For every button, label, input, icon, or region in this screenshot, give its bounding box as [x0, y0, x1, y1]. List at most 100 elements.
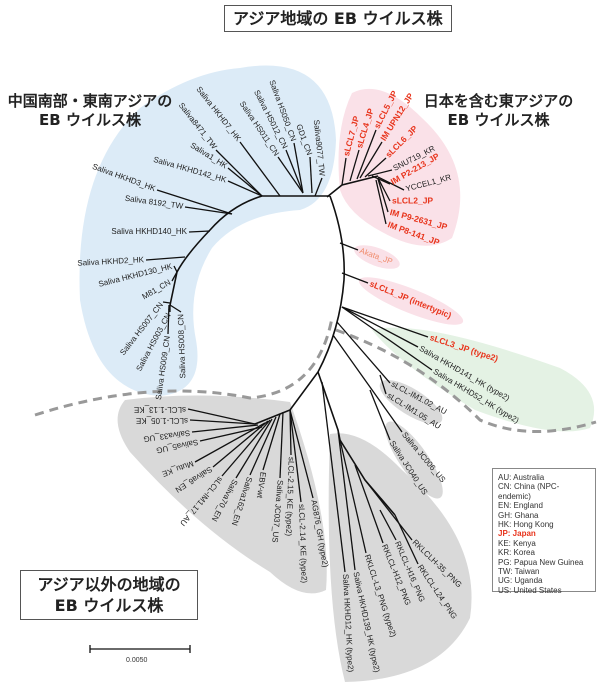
au-bubble: [379, 379, 443, 425]
leaf-label: EBV-wt: [255, 471, 268, 499]
branch-line: [377, 176, 405, 191]
legend-item: HK: Hong Kong: [498, 520, 554, 530]
south-china-heading: 中国南部・東南アジアの EB ウイルス株: [2, 92, 178, 130]
branch-line: [215, 149, 263, 197]
branch-line: [187, 408, 256, 425]
branch-line: [249, 416, 277, 476]
branch-line: [221, 419, 271, 477]
branch-line: [314, 177, 323, 197]
leaf-label: sLCL-1.05_KE: [136, 416, 188, 425]
legend-item: US: United States: [498, 585, 562, 595]
east-asia-heading: 日本を含む東アジアの EB ウイルス株: [416, 92, 581, 130]
branch-line: [332, 334, 403, 433]
branches: [145, 129, 433, 573]
legend-item: KR: Korea: [498, 548, 535, 558]
branch-line: [341, 306, 419, 348]
non-asia-heading-line2: EB ウイルス株: [54, 596, 164, 615]
branch-line: [375, 179, 387, 225]
branch-line: [279, 411, 284, 479]
branch-line: [364, 157, 387, 178]
scale-bar: [89, 645, 191, 653]
legend-item: KE: Kenya: [498, 538, 536, 548]
east-asia-heading-line1: 日本を含む東アジアの: [423, 92, 574, 110]
branch-line: [289, 409, 292, 456]
branch-line: [379, 509, 397, 541]
leaf-label: sLCL-1.13_KE: [134, 405, 186, 414]
non-asia-bottom-bubble: [328, 433, 472, 682]
branch-line: [341, 306, 433, 371]
legend-item: AU: Australia: [498, 473, 545, 482]
clade-bubbles: [79, 65, 595, 682]
branch-line: [356, 129, 377, 180]
branch-line: [354, 464, 384, 544]
leaf-label: Saliva HKHD2_HK: [77, 255, 145, 268]
legend-item: PG: Papua New Guinea: [498, 557, 584, 567]
branch-line: [369, 389, 391, 441]
branch-line: [337, 429, 356, 571]
region-divider: [34, 317, 597, 433]
branch-line: [184, 206, 233, 215]
branch-line: [379, 374, 387, 395]
south-china-heading-line1: 中国南部・東南アジアの: [7, 92, 173, 110]
akata-bubble: [354, 245, 400, 269]
legend-item: JP: Japan: [498, 529, 536, 539]
branch-line: [377, 178, 389, 213]
branch-line: [188, 230, 211, 233]
branch-line: [371, 175, 391, 185]
branch-line: [167, 304, 170, 335]
branch-line: [339, 242, 359, 251]
branch-line: [289, 409, 302, 503]
backbone-right: [254, 195, 346, 425]
branch-line: [227, 167, 263, 197]
leaf-label: sLCL-2.15_KE (type2): [284, 457, 296, 537]
branch-line: [285, 149, 304, 194]
legend-item: UG: Uganda: [498, 576, 543, 586]
branch-line: [227, 180, 263, 197]
slcl1-bubble: [358, 277, 464, 325]
type2-clade-bubble: [372, 327, 595, 432]
branch-line: [262, 413, 281, 471]
branch-line: [239, 141, 281, 197]
branch-line: [394, 514, 419, 565]
branch-line: [321, 381, 346, 573]
branch-line: [341, 306, 429, 338]
non-asia-heading-line1: アジア以外の地域の: [37, 575, 181, 594]
branch-line: [162, 301, 171, 304]
leaf-label: sLCL-2.14_KE (type2): [297, 504, 309, 584]
branch-line: [277, 156, 304, 194]
branch-line: [194, 422, 266, 463]
legend-item: TW: Taiwan: [498, 567, 540, 577]
scale-bar-label: 0.0050: [126, 657, 148, 664]
branch-line: [212, 420, 269, 468]
legend-item: CN: China (NPC-endemic): [498, 482, 560, 501]
dashed-divider-left: [34, 317, 334, 417]
branch-line: [364, 479, 413, 541]
branch-line: [293, 142, 304, 194]
branch-line: [377, 177, 391, 202]
dashed-divider-right: [335, 328, 597, 433]
title: アジア地域の EB ウイルス株: [233, 9, 443, 28]
branch-line: [191, 424, 259, 433]
branch-line: [359, 141, 383, 179]
branch-line: [199, 426, 263, 442]
legend-item: GH: Ghana: [498, 510, 539, 520]
legend-item: EN: England: [498, 501, 543, 511]
branch-line: [189, 419, 256, 425]
jc-bubble: [385, 421, 443, 499]
branch-line: [156, 189, 233, 215]
branch-line: [341, 272, 369, 284]
branch-line: [235, 418, 273, 479]
branch-line: [309, 156, 313, 194]
east-asia-heading-line2: EB ウイルス株: [447, 111, 550, 129]
leaf-label: Saliva HKHD140_HK: [111, 227, 187, 236]
east-asia-clade-bubble: [338, 88, 461, 246]
branch-line: [336, 321, 391, 384]
branch-line: [289, 409, 314, 499]
branch-line: [169, 304, 182, 313]
non-asia-left-bubble: [117, 395, 327, 594]
branch-line: [367, 169, 393, 177]
leaf-label: sLCL2_JP: [392, 195, 433, 205]
branch-line: [173, 265, 178, 273]
